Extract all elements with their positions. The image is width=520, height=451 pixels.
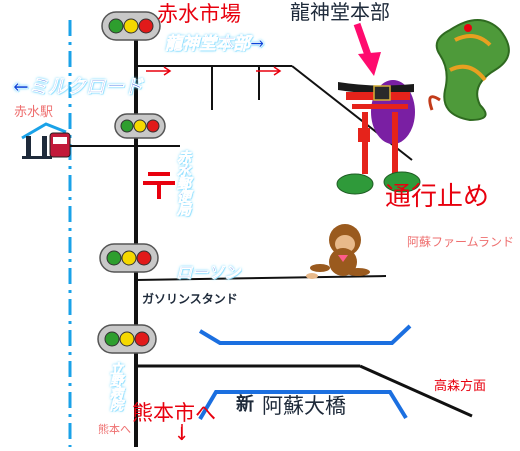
label-ryujindo-honbu-arrow: 龍神堂本部→	[165, 34, 265, 54]
river-bank-south	[198, 390, 408, 421]
traffic-light-icon	[101, 11, 161, 41]
label-ryujindo-honbu-top: 龍神堂本部	[290, 0, 390, 24]
label-akamizu-station: 赤水駅	[14, 105, 54, 120]
label-gas-station: ガソリンスタンド	[142, 292, 238, 306]
pointer-arrow-icon	[353, 22, 381, 76]
station-icon	[21, 122, 71, 159]
label-shin: 新	[236, 394, 254, 415]
dragon-icon	[428, 19, 510, 122]
label-kumamoto-arrow: ↓	[174, 424, 190, 445]
label-road-closed: 通行止め	[385, 182, 490, 212]
label-takamori: 高森方面	[434, 379, 487, 394]
label-milk-road: ←ミルクロード	[13, 76, 144, 98]
traffic-light-icon	[99, 243, 159, 273]
road-takamori	[359, 364, 473, 418]
road-arrow-2	[256, 66, 282, 76]
label-to-kumamoto: 熊本市へ	[132, 401, 216, 425]
label-post-office: 赤水郵便局	[175, 150, 192, 216]
road-lawson	[135, 275, 387, 281]
traffic-light-icon	[114, 113, 166, 139]
label-aso-farmland: 阿蘇ファームランド	[407, 235, 515, 249]
torii-gate-icon	[336, 80, 421, 195]
monkey-icon	[306, 224, 370, 279]
label-lawson: ローソン	[176, 263, 241, 282]
label-aso-ohashi: 阿蘇大橋	[262, 394, 346, 418]
post-office-mark-icon	[143, 172, 175, 199]
road-arrow-1	[146, 66, 172, 76]
river-bank-north	[198, 324, 412, 345]
label-akamizu-ichiba: 赤水市場	[157, 2, 241, 26]
label-tateno-hospital: 立野病院	[107, 362, 123, 411]
label-kumamoto-ato: 熊本へ	[98, 423, 131, 436]
traffic-light-icon	[97, 324, 157, 354]
